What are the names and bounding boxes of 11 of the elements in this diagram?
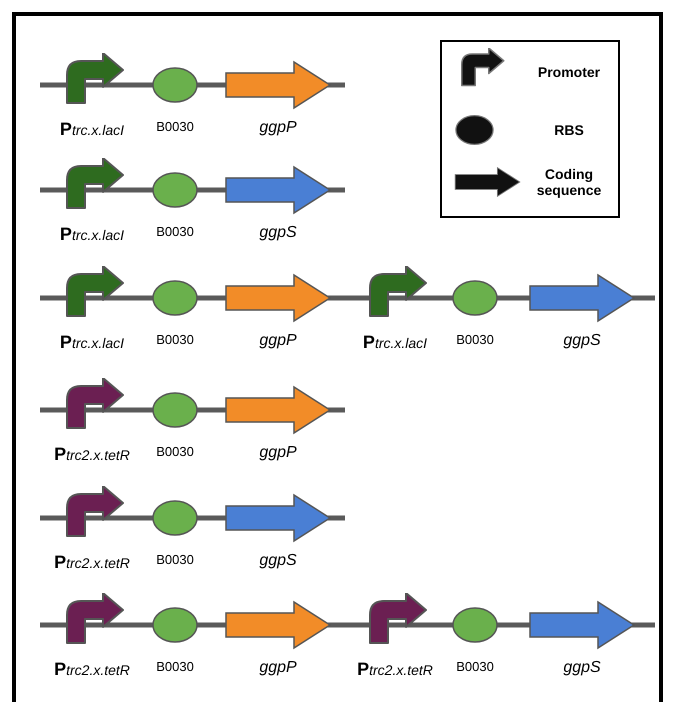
gene-label: ggpP (258, 119, 298, 137)
gene-label: ggpP (258, 444, 298, 462)
gene-label: ggpS (258, 552, 298, 570)
gene-label: ggpP (258, 332, 298, 350)
legend-label: Promoter (536, 64, 602, 80)
gene-label: ggpP (258, 659, 298, 677)
legend-label: Coding sequence (536, 166, 602, 198)
gene-label: ggpS (562, 659, 602, 677)
gene-label: ggpS (562, 332, 602, 350)
gene-label: ggpS (258, 224, 298, 242)
legend-label: RBS (553, 122, 585, 138)
